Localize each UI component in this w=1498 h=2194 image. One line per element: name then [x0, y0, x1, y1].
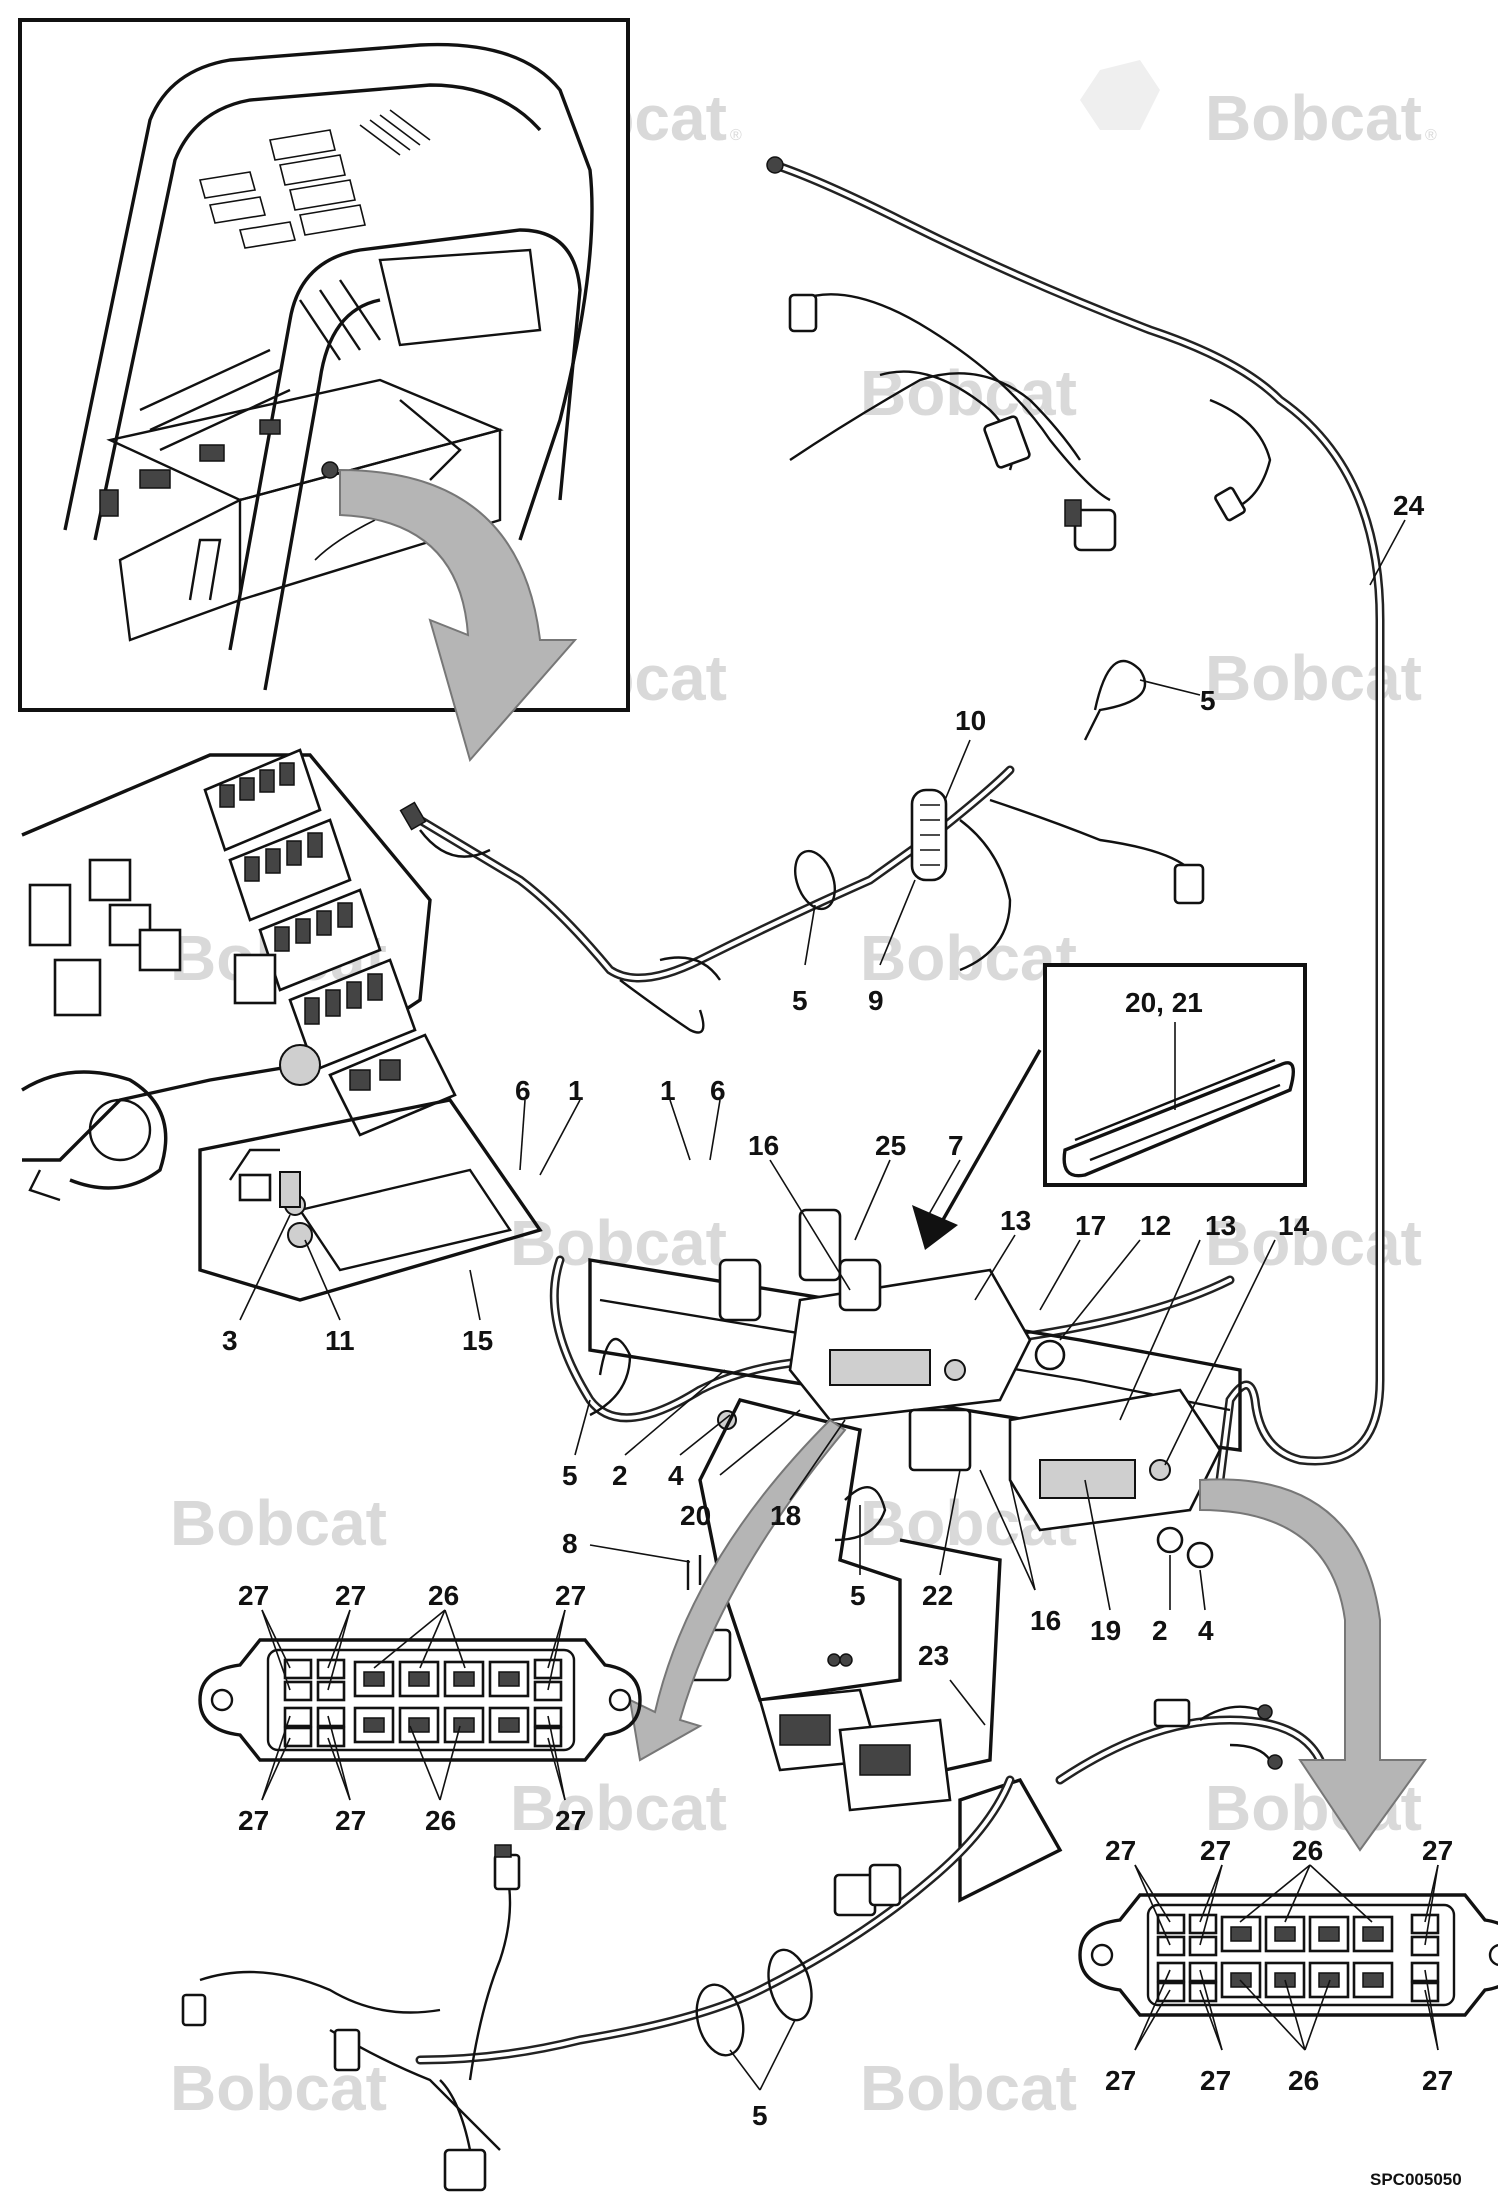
left-panel-pointer-arrow-icon [628, 1418, 847, 1762]
callout-15: 15 [462, 1325, 493, 1356]
watermark-text: Bobcat [510, 1772, 727, 1844]
watermark-text: Bobcat [1205, 642, 1422, 714]
detail-pointer-arrow-icon [938, 1049, 1042, 1226]
callout-2: 2 [1152, 1615, 1168, 1646]
relay-label: 26 [1288, 2065, 1319, 2096]
callout-3: 3 [222, 1325, 238, 1356]
callout-19: 19 [1090, 1615, 1121, 1646]
callout-1: 1 [568, 1075, 584, 1106]
upper-harness [766, 156, 1385, 1485]
callout-13: 13 [1205, 1210, 1236, 1241]
callout-5: 5 [752, 2100, 768, 2131]
callout-5: 5 [1200, 685, 1216, 716]
leader-lines [239, 519, 1406, 2091]
callout-5: 5 [792, 985, 808, 1016]
fuse-label: 27 [555, 1805, 586, 1836]
middle-harness [399, 765, 1205, 1034]
callout-10: 10 [955, 705, 986, 736]
inset-detail-label: 20, 21 [1125, 987, 1203, 1018]
watermark-text: Bobcat [860, 922, 1077, 994]
callout-5: 5 [562, 1460, 578, 1491]
callout-6: 6 [515, 1075, 531, 1106]
fuse-label: 27 [1422, 2065, 1453, 2096]
callout-20: 20 [680, 1500, 711, 1531]
fuse-label: 27 [238, 1580, 269, 1611]
callout-18: 18 [770, 1500, 801, 1531]
watermark-reg: ® [1425, 127, 1437, 144]
callout-8: 8 [562, 1528, 578, 1559]
callout-4: 4 [668, 1460, 684, 1491]
center-bracket-assembly [549, 1208, 1242, 1903]
fuse-label: 27 [335, 1805, 366, 1836]
callout-7: 7 [948, 1130, 964, 1161]
view-direction-arrow-icon [339, 468, 578, 763]
callout-24: 24 [1393, 490, 1425, 521]
callout-4: 4 [1198, 1615, 1214, 1646]
fuse-label: 27 [1422, 1835, 1453, 1866]
callout-11: 11 [325, 1325, 355, 1356]
fuse-label: 27 [1200, 2065, 1231, 2096]
callout-13: 13 [1000, 1205, 1031, 1236]
fuse-label: 27 [335, 1580, 366, 1611]
watermark-text: Bobcat [1205, 82, 1422, 154]
callout-17: 17 [1075, 1210, 1106, 1241]
fuse-label: 27 [1105, 1835, 1136, 1866]
bobcat-logo-icon [1080, 60, 1160, 130]
watermark-text: Bobcat [510, 1207, 727, 1279]
fuse-panel-right: 27 27 26 27 27 27 26 27 [1078, 1835, 1498, 2096]
relay-label: 26 [428, 1580, 459, 1611]
right-panel-pointer-arrow-icon [1199, 1478, 1427, 1852]
callout-16: 16 [748, 1130, 779, 1161]
callout-6: 6 [710, 1075, 726, 1106]
fuse-label: 27 [555, 1580, 586, 1611]
fuse-label: 27 [1200, 1835, 1231, 1866]
callout-22: 22 [922, 1580, 953, 1611]
fuse-label: 27 [238, 1805, 269, 1836]
control-console [21, 748, 543, 1302]
callout-23: 23 [918, 1640, 949, 1671]
watermark-reg: ® [730, 127, 742, 144]
callout-25: 25 [875, 1130, 906, 1161]
callout-16: 16 [1030, 1605, 1061, 1636]
watermark-text: Bobcat [170, 1487, 387, 1559]
watermark-text: Bobcat [1205, 1207, 1422, 1279]
strap-detail-inset: 20, 21 [1043, 963, 1307, 1187]
watermark-text: Bobcat [860, 2052, 1077, 2124]
drawing-code: SPC005050 [1370, 2170, 1462, 2189]
relay-label: 26 [1292, 1835, 1323, 1866]
callout-9: 9 [868, 985, 884, 1016]
fuse-label: 27 [1105, 2065, 1136, 2096]
lower-harness [181, 1698, 1325, 2192]
callout-1: 1 [660, 1075, 676, 1106]
relay-label: 26 [425, 1805, 456, 1836]
callouts: 24 5 10 5 9 6 1 1 6 16 25 7 13 17 12 13 … [222, 490, 1425, 2131]
callout-5: 5 [850, 1580, 866, 1611]
callout-14: 14 [1278, 1210, 1310, 1241]
callout-2: 2 [612, 1460, 628, 1491]
cab-overview-inset [18, 18, 630, 712]
fuse-panel-left: 27 27 26 27 27 27 26 27 [198, 1580, 642, 1836]
callout-12: 12 [1140, 1210, 1171, 1241]
